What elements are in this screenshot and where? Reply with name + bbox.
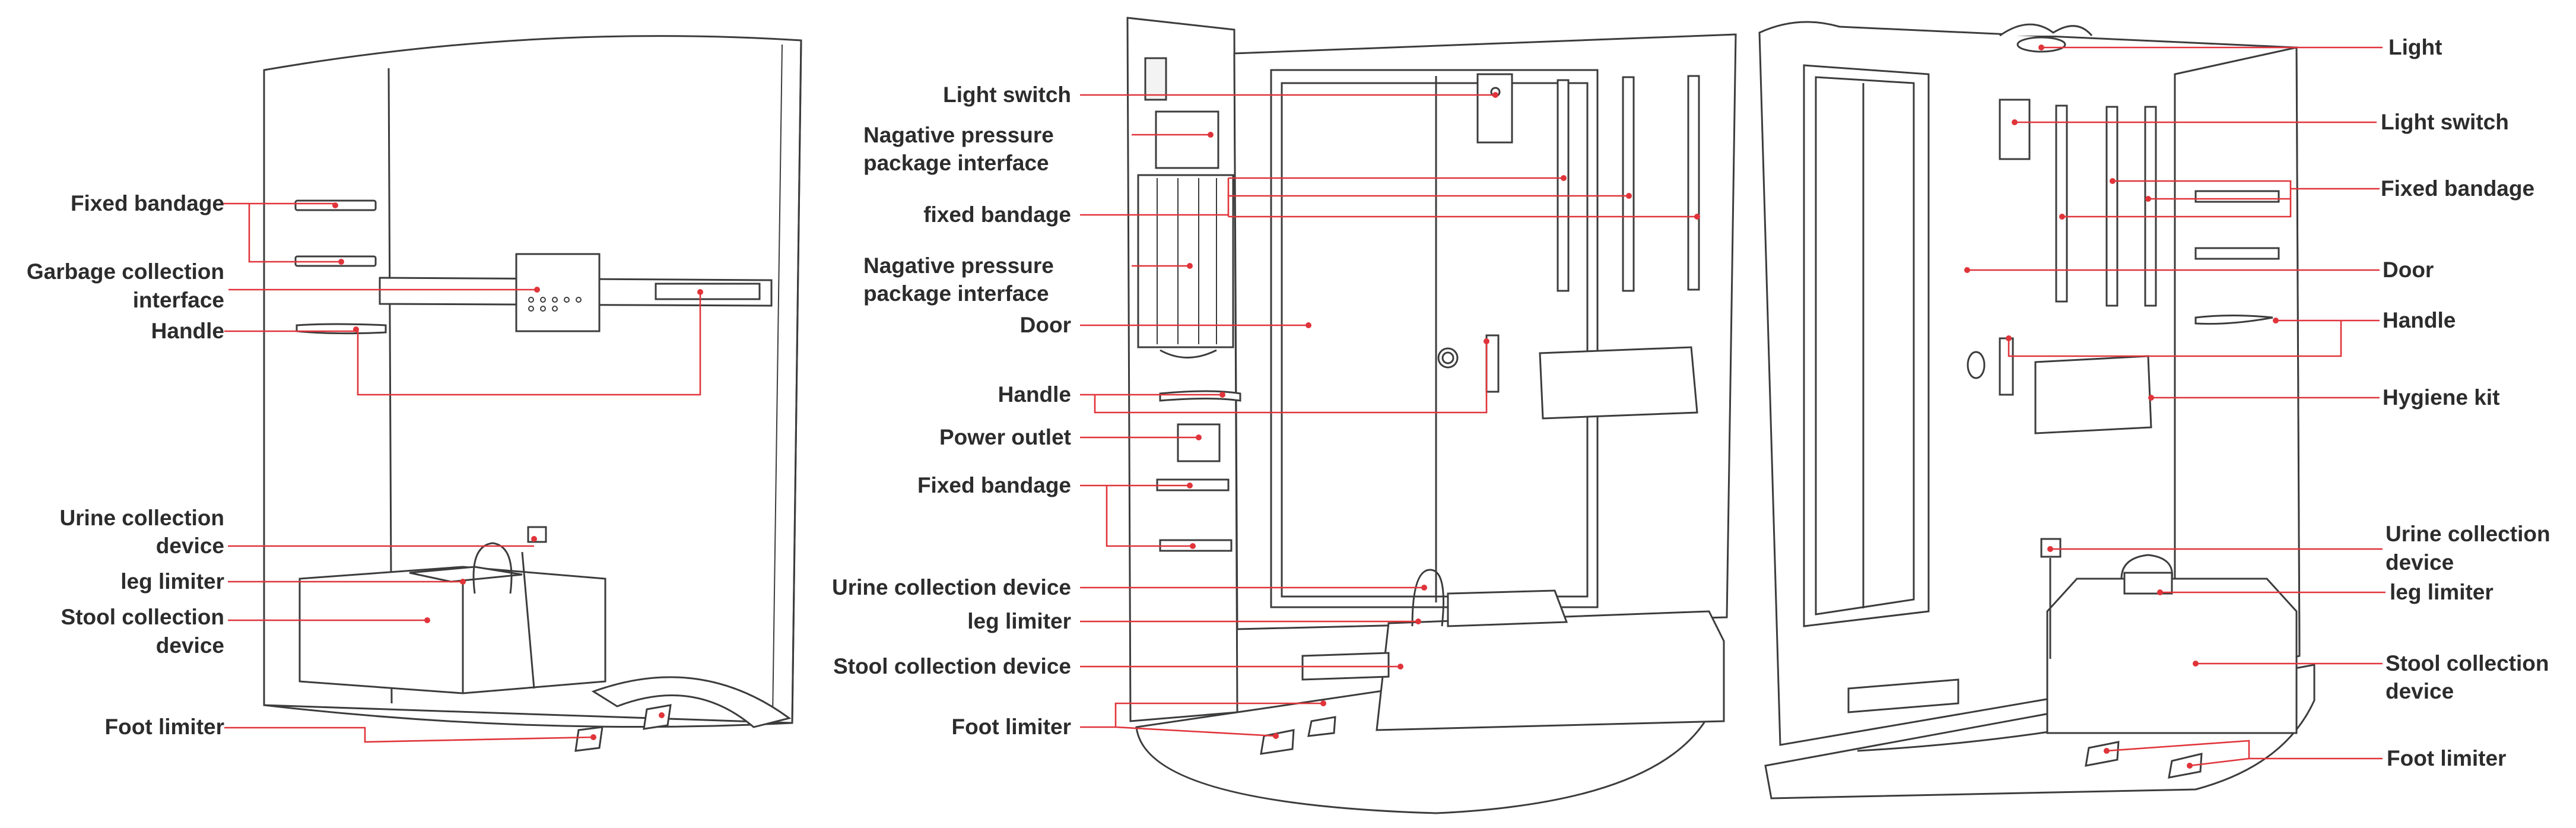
label-handle: Handle <box>151 319 224 343</box>
middle-door <box>1270 69 1599 608</box>
label-negative-pressure-top-line2: package interface <box>863 151 1049 175</box>
label-urine-collection-device-line2: device <box>2386 550 2454 575</box>
right-wall-fixtures <box>1999 23 2280 434</box>
label-urine-collection-device: Urine collection device <box>832 575 1071 599</box>
label-light-switch: Light switch <box>2381 110 2509 134</box>
label-foot-limiter: Foot limiter <box>952 715 1071 739</box>
right-door <box>1803 64 1986 713</box>
right-stool-unit <box>2040 538 2298 779</box>
middle-wall-fixtures <box>1476 73 1700 420</box>
label-stool-collection-device: Stool collection device <box>833 654 1071 678</box>
label-stool-collection-device: Stool collection <box>2386 651 2549 675</box>
label-leg-limiter: leg limiter <box>2390 580 2494 604</box>
labels: Fixed bandage Garbage collection interfa… <box>27 35 2550 770</box>
label-handle: Handle <box>998 382 1071 407</box>
panel-right-leaders <box>1964 45 2386 769</box>
panel-left <box>223 35 802 752</box>
label-stool-collection-device-line2: device <box>2386 679 2454 703</box>
label-garbage-collection-interface-line2: interface <box>133 288 224 312</box>
label-foot-limiter: Foot limiter <box>2387 746 2506 770</box>
label-stool-collection-device: Stool collection <box>61 605 224 629</box>
panel-left-leaders <box>223 202 703 743</box>
label-stool-collection-device-line2: device <box>156 633 224 658</box>
label-power-outlet: Power outlet <box>939 425 1071 449</box>
label-negative-pressure-side-line2: package interface <box>863 281 1049 306</box>
label-garbage-collection-interface: Garbage collection <box>27 259 224 284</box>
label-light-switch: Light switch <box>943 83 1071 107</box>
panel-middle <box>1080 17 1737 814</box>
label-fixed-bandage: Fixed bandage <box>2381 176 2534 201</box>
label-leg-limiter: leg limiter <box>120 569 224 594</box>
label-door: Door <box>2383 258 2434 282</box>
label-light: Light <box>2388 35 2442 59</box>
label-negative-pressure-side: Nagative pressure <box>863 253 1054 278</box>
middle-side-fixtures <box>1137 110 1241 552</box>
label-hygiene-kit: Hygiene kit <box>2383 385 2499 410</box>
label-door: Door <box>1020 313 1071 337</box>
label-fixed-bandage-wall: fixed bandage <box>923 202 1071 227</box>
label-urine-collection-device: Urine collection <box>59 506 224 530</box>
label-leg-limiter: leg limiter <box>967 609 1071 633</box>
label-urine-collection-device-line2: device <box>156 534 224 558</box>
label-urine-collection-device: Urine collection <box>2386 522 2550 546</box>
stool-collection-unit <box>298 526 792 752</box>
panel-right <box>1758 21 2386 800</box>
label-fixed-bandage-side: Fixed bandage <box>917 473 1071 497</box>
left-wall-drawing <box>263 35 802 728</box>
garbage-collection-bar <box>379 253 773 332</box>
label-fixed-bandage: Fixed bandage <box>71 191 224 215</box>
label-foot-limiter: Foot limiter <box>105 715 224 739</box>
panel-middle-leaders <box>1080 92 1700 739</box>
label-negative-pressure-top: Nagative pressure <box>863 123 1054 147</box>
label-handle: Handle <box>2383 308 2456 332</box>
